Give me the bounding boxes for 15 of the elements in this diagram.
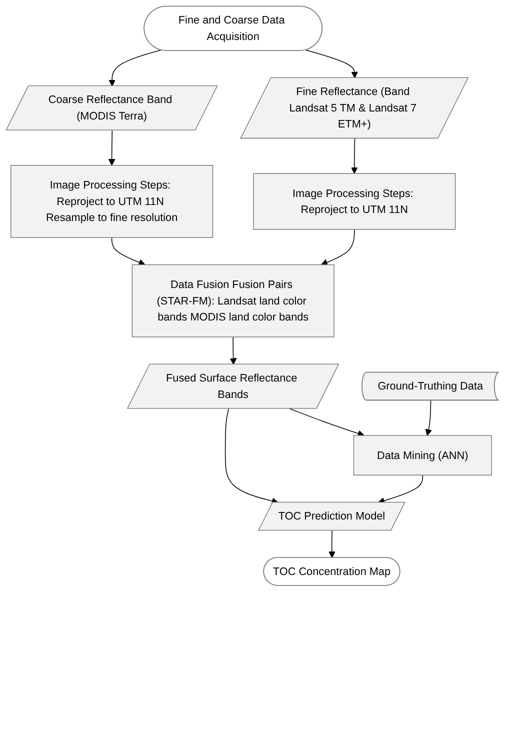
arrow xyxy=(320,229,355,266)
arrow xyxy=(350,138,358,174)
arrow xyxy=(111,237,146,266)
node-box: Image Processing Steps: Reproject to UTM 11N Resample to fine resolution xyxy=(10,164,214,238)
arrow xyxy=(108,130,116,166)
arrow xyxy=(306,50,358,78)
arrow xyxy=(230,336,237,365)
node-box: Data Fusion Fusion Pairs (STAR-FM): Landsat land color bands MODIS land color bands xyxy=(132,264,334,338)
node-box: Image Processing Steps: Reproject to UTM 11N xyxy=(253,173,456,230)
arrow xyxy=(108,50,162,86)
arrow xyxy=(289,408,364,437)
arrow xyxy=(224,408,278,504)
arrow xyxy=(425,400,432,436)
arrow xyxy=(328,530,336,558)
node-box: Data Mining (ANN) xyxy=(353,435,492,476)
